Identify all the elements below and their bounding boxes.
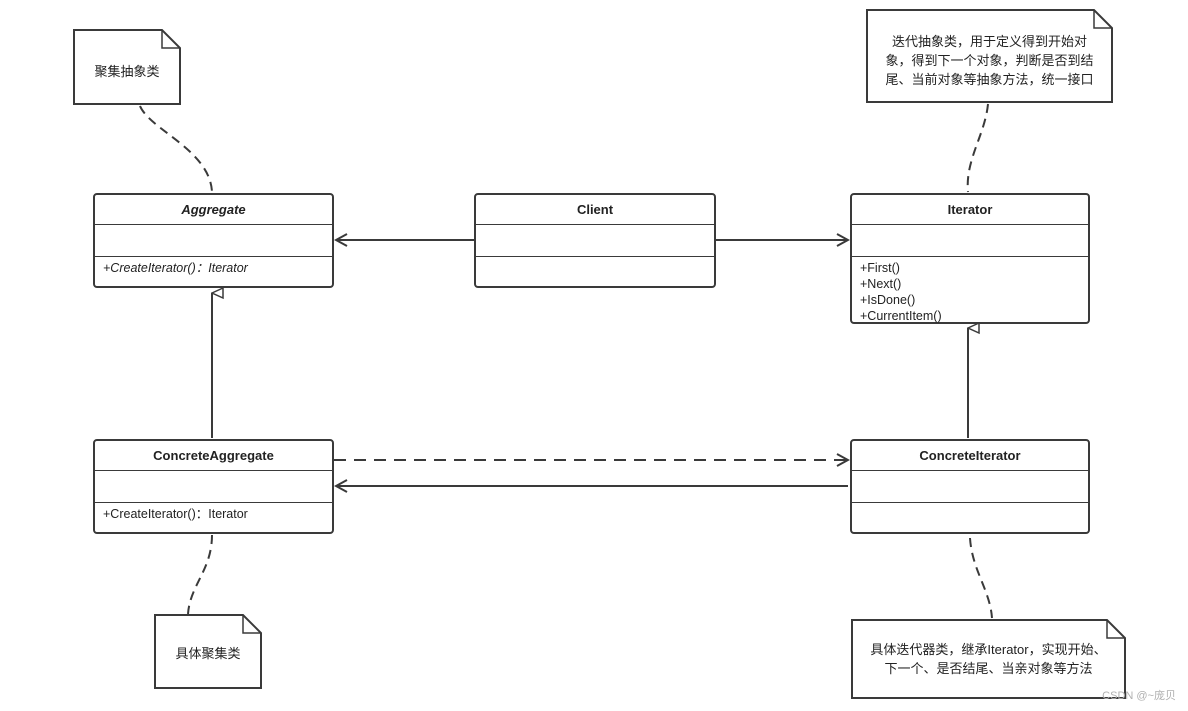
note-concrete-aggregate-label: 具体聚集类 bbox=[175, 645, 241, 661]
note-shape-iterator bbox=[866, 9, 1113, 103]
class-operations-iterator: +First() +Next() +IsDone() +CurrentItem(… bbox=[852, 257, 1088, 327]
class-name-client: Client bbox=[476, 195, 714, 225]
operation-next: +Next() bbox=[860, 277, 902, 291]
class-name-concrete-aggregate: ConcreteAggregate bbox=[95, 441, 332, 471]
class-operations-concrete-aggregate: +CreateIterator()：Iterator bbox=[95, 503, 332, 525]
operation-create-iterator: +CreateIterator()：Iterator bbox=[103, 507, 248, 521]
class-attributes-aggregate bbox=[95, 225, 332, 257]
operation-first: +First() bbox=[860, 261, 900, 275]
class-name-iterator: Iterator bbox=[852, 195, 1088, 225]
class-operations-aggregate: +CreateIterator()：Iterator bbox=[95, 257, 332, 279]
class-operations-client bbox=[476, 257, 714, 263]
class-attributes-client bbox=[476, 225, 714, 257]
class-iterator: Iterator +First() +Next() +IsDone() +Cur… bbox=[850, 193, 1090, 324]
note-link-concrete-iterator bbox=[969, 537, 993, 619]
class-attributes-concrete-iterator bbox=[852, 471, 1088, 503]
class-attributes-concrete-aggregate bbox=[95, 471, 332, 503]
note-concrete-iterator-line-2: 下一个、是否结尾、当亲对象等方法 bbox=[884, 661, 1093, 676]
note-concrete-iterator-line-1: 具体迭代器类，继承Iterator，实现开始、 bbox=[870, 642, 1107, 657]
note-text-aggregate: 聚集抽象类 bbox=[74, 48, 180, 94]
note-iterator-line-2: 象，得到下一个对象，判断是否到结 bbox=[885, 52, 1094, 68]
note-link-concrete-aggregate bbox=[187, 534, 213, 615]
operation-create-iterator: +CreateIterator()：Iterator bbox=[103, 261, 248, 275]
class-concrete-iterator: ConcreteIterator bbox=[850, 439, 1090, 534]
watermark: CSDN @~庞贝 bbox=[1102, 690, 1176, 702]
operation-is-done: +IsDone() bbox=[860, 293, 916, 307]
note-link-iterator bbox=[966, 103, 989, 193]
class-name-concrete-iterator: ConcreteIterator bbox=[852, 441, 1088, 471]
class-name-aggregate: Aggregate bbox=[95, 195, 332, 225]
note-text-iterator: 迭代抽象类，用于定义得到开始对 象，得到下一个对象，判断是否到结 尾、当前对象等… bbox=[867, 20, 1112, 100]
class-client: Client bbox=[474, 193, 716, 288]
note-shape-concrete-aggregate bbox=[154, 614, 262, 689]
class-operations-concrete-iterator bbox=[852, 503, 1088, 509]
note-iterator-line-1: 迭代抽象类，用于定义得到开始对 bbox=[891, 33, 1087, 49]
class-attributes-iterator bbox=[852, 225, 1088, 257]
note-iterator-line-3: 尾、当前对象等抽象方法，统一接口 bbox=[885, 71, 1094, 87]
note-text-concrete-iterator: 具体迭代器类，继承Iterator，实现开始、 下一个、是否结尾、当亲对象等方法 bbox=[852, 630, 1125, 688]
class-aggregate: Aggregate +CreateIterator()：Iterator bbox=[93, 193, 334, 288]
class-concrete-aggregate: ConcreteAggregate +CreateIterator()：Iter… bbox=[93, 439, 334, 534]
note-text-concrete-aggregate: 具体聚集类 bbox=[155, 628, 261, 678]
note-link-aggregate bbox=[139, 105, 213, 193]
note-shape-concrete-iterator bbox=[851, 619, 1126, 699]
operation-current-item: +CurrentItem() bbox=[860, 309, 942, 323]
note-shape-aggregate bbox=[73, 29, 181, 105]
note-aggregate-label: 聚集抽象类 bbox=[94, 63, 160, 79]
